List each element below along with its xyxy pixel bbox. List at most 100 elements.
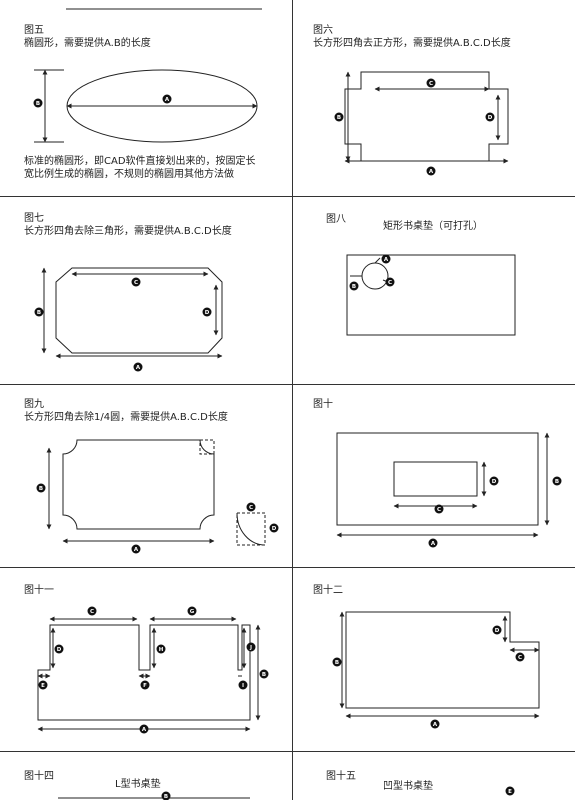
figure-6-notched-rect [344, 71, 509, 164]
label-a: A [133, 362, 143, 372]
label-d: D [54, 644, 64, 654]
figure-5-note-line1: 标准的椭圆形，即CAD软件直接划出来的，按固定长 [24, 156, 256, 167]
figure-8-desk-mat [346, 254, 516, 336]
svg-text:B: B [36, 101, 40, 107]
svg-text:B: B [262, 672, 266, 678]
svg-text:D: D [205, 310, 210, 316]
svg-text:C: C [518, 655, 522, 661]
svg-text:A: A [134, 547, 139, 553]
label-c: C [434, 504, 444, 514]
label-e: E [505, 786, 515, 796]
label-a: A [428, 538, 438, 548]
label-b: B [161, 791, 171, 800]
outer-rect [336, 432, 539, 526]
figure-8-title: 图八 [326, 214, 346, 225]
figure-15-title: 图十五 [326, 771, 356, 782]
label-c: C [131, 277, 141, 287]
svg-text:B: B [352, 284, 356, 290]
label-d: D [489, 476, 499, 486]
svg-text:D: D [272, 526, 277, 532]
svg-text:J: J [249, 645, 252, 651]
label-c: C [246, 502, 256, 512]
label-a: A [162, 94, 172, 104]
svg-text:C: C [90, 609, 94, 615]
dim-a-line [374, 257, 381, 264]
svg-text:C: C [429, 81, 433, 87]
row-divider-4 [0, 751, 575, 752]
svg-text:C: C [388, 280, 392, 286]
label-d: D [269, 523, 279, 533]
svg-text:G: G [190, 609, 195, 615]
svg-text:H: H [159, 647, 164, 653]
figure-7-chamfered-rect [41, 267, 223, 359]
dimension-labels: A B C D B A C D B A A B C B A C D C D B … [33, 78, 562, 800]
label-b: B [334, 112, 344, 122]
svg-text:C: C [134, 280, 138, 286]
label-b: B [259, 669, 269, 679]
label-h: H [156, 644, 166, 654]
figure-5-ellipse [34, 69, 258, 143]
column-divider [292, 0, 293, 800]
label-j: J [246, 642, 256, 652]
figure-11-title: 图十一 [24, 585, 54, 596]
label-b: B [552, 476, 562, 486]
figure-8-desc: 矩形书桌垫（可打孔） [383, 221, 483, 232]
svg-text:B: B [39, 486, 43, 492]
svg-text:A: A [384, 257, 389, 263]
svg-text:D: D [488, 115, 493, 121]
svg-text:C: C [437, 507, 441, 513]
label-c: C [87, 606, 97, 616]
svg-text:B: B [164, 794, 168, 800]
label-a: A [426, 166, 436, 176]
label-b: B [34, 307, 44, 317]
svg-text:B: B [335, 660, 339, 666]
svg-text:A: A [142, 727, 147, 733]
svg-text:B: B [37, 310, 41, 316]
figure-14-desc: L型书桌垫 [115, 779, 161, 790]
label-c: C [515, 652, 525, 662]
label-c: C [426, 78, 436, 88]
svg-text:A: A [431, 541, 436, 547]
figure-12-title: 图十二 [313, 585, 343, 596]
svg-text:D: D [57, 647, 62, 653]
svg-text:D: D [492, 479, 497, 485]
corner-guide [199, 439, 215, 455]
label-a: A [430, 719, 440, 729]
quarter-circle-arc [236, 512, 266, 546]
figure-5-desc: 椭圆形，需要提供A.B的长度 [24, 38, 151, 49]
svg-text:A: A [165, 97, 170, 103]
label-e: E [38, 680, 48, 690]
inner-rect [393, 461, 478, 497]
chamfered-rect-shape [55, 267, 223, 354]
label-b: B [36, 483, 46, 493]
figure-7-title: 图七 [24, 213, 44, 224]
label-a: A [381, 254, 391, 264]
svg-text:I: I [242, 683, 244, 689]
label-d: D [485, 112, 495, 122]
figure-15-desc: 凹型书桌垫 [383, 781, 433, 792]
corner-cut-rect-shape [345, 611, 540, 709]
svg-text:E: E [41, 683, 45, 689]
label-g: G [187, 606, 197, 616]
figure-5-note-line2: 宽比例生成的椭圆，不规则的椭圆用其他方法做 [24, 169, 234, 180]
figure-6-title: 图六 [313, 25, 333, 36]
figure-6-desc: 长方形四角去正方形，需要提供A.B.C.D长度 [313, 38, 511, 49]
notched-rect-shape [344, 71, 509, 162]
figure-11-slotted-shape [37, 616, 261, 732]
label-d: D [202, 307, 212, 317]
label-f: F [140, 680, 150, 690]
label-a: A [131, 544, 141, 554]
rounded-corner-rect-shape [62, 439, 215, 530]
row-divider-1 [0, 196, 575, 197]
label-b: B [349, 281, 359, 291]
row-divider-3 [0, 567, 575, 568]
svg-text:F: F [143, 683, 147, 689]
label-b: B [332, 657, 342, 667]
figure-14-title: 图十四 [24, 771, 54, 782]
figure-10-title: 图十 [313, 399, 333, 410]
label-d: D [492, 625, 502, 635]
svg-text:C: C [249, 505, 253, 511]
slotted-shape [37, 624, 251, 721]
svg-text:A: A [429, 169, 434, 175]
figure-9-title: 图九 [24, 399, 44, 410]
